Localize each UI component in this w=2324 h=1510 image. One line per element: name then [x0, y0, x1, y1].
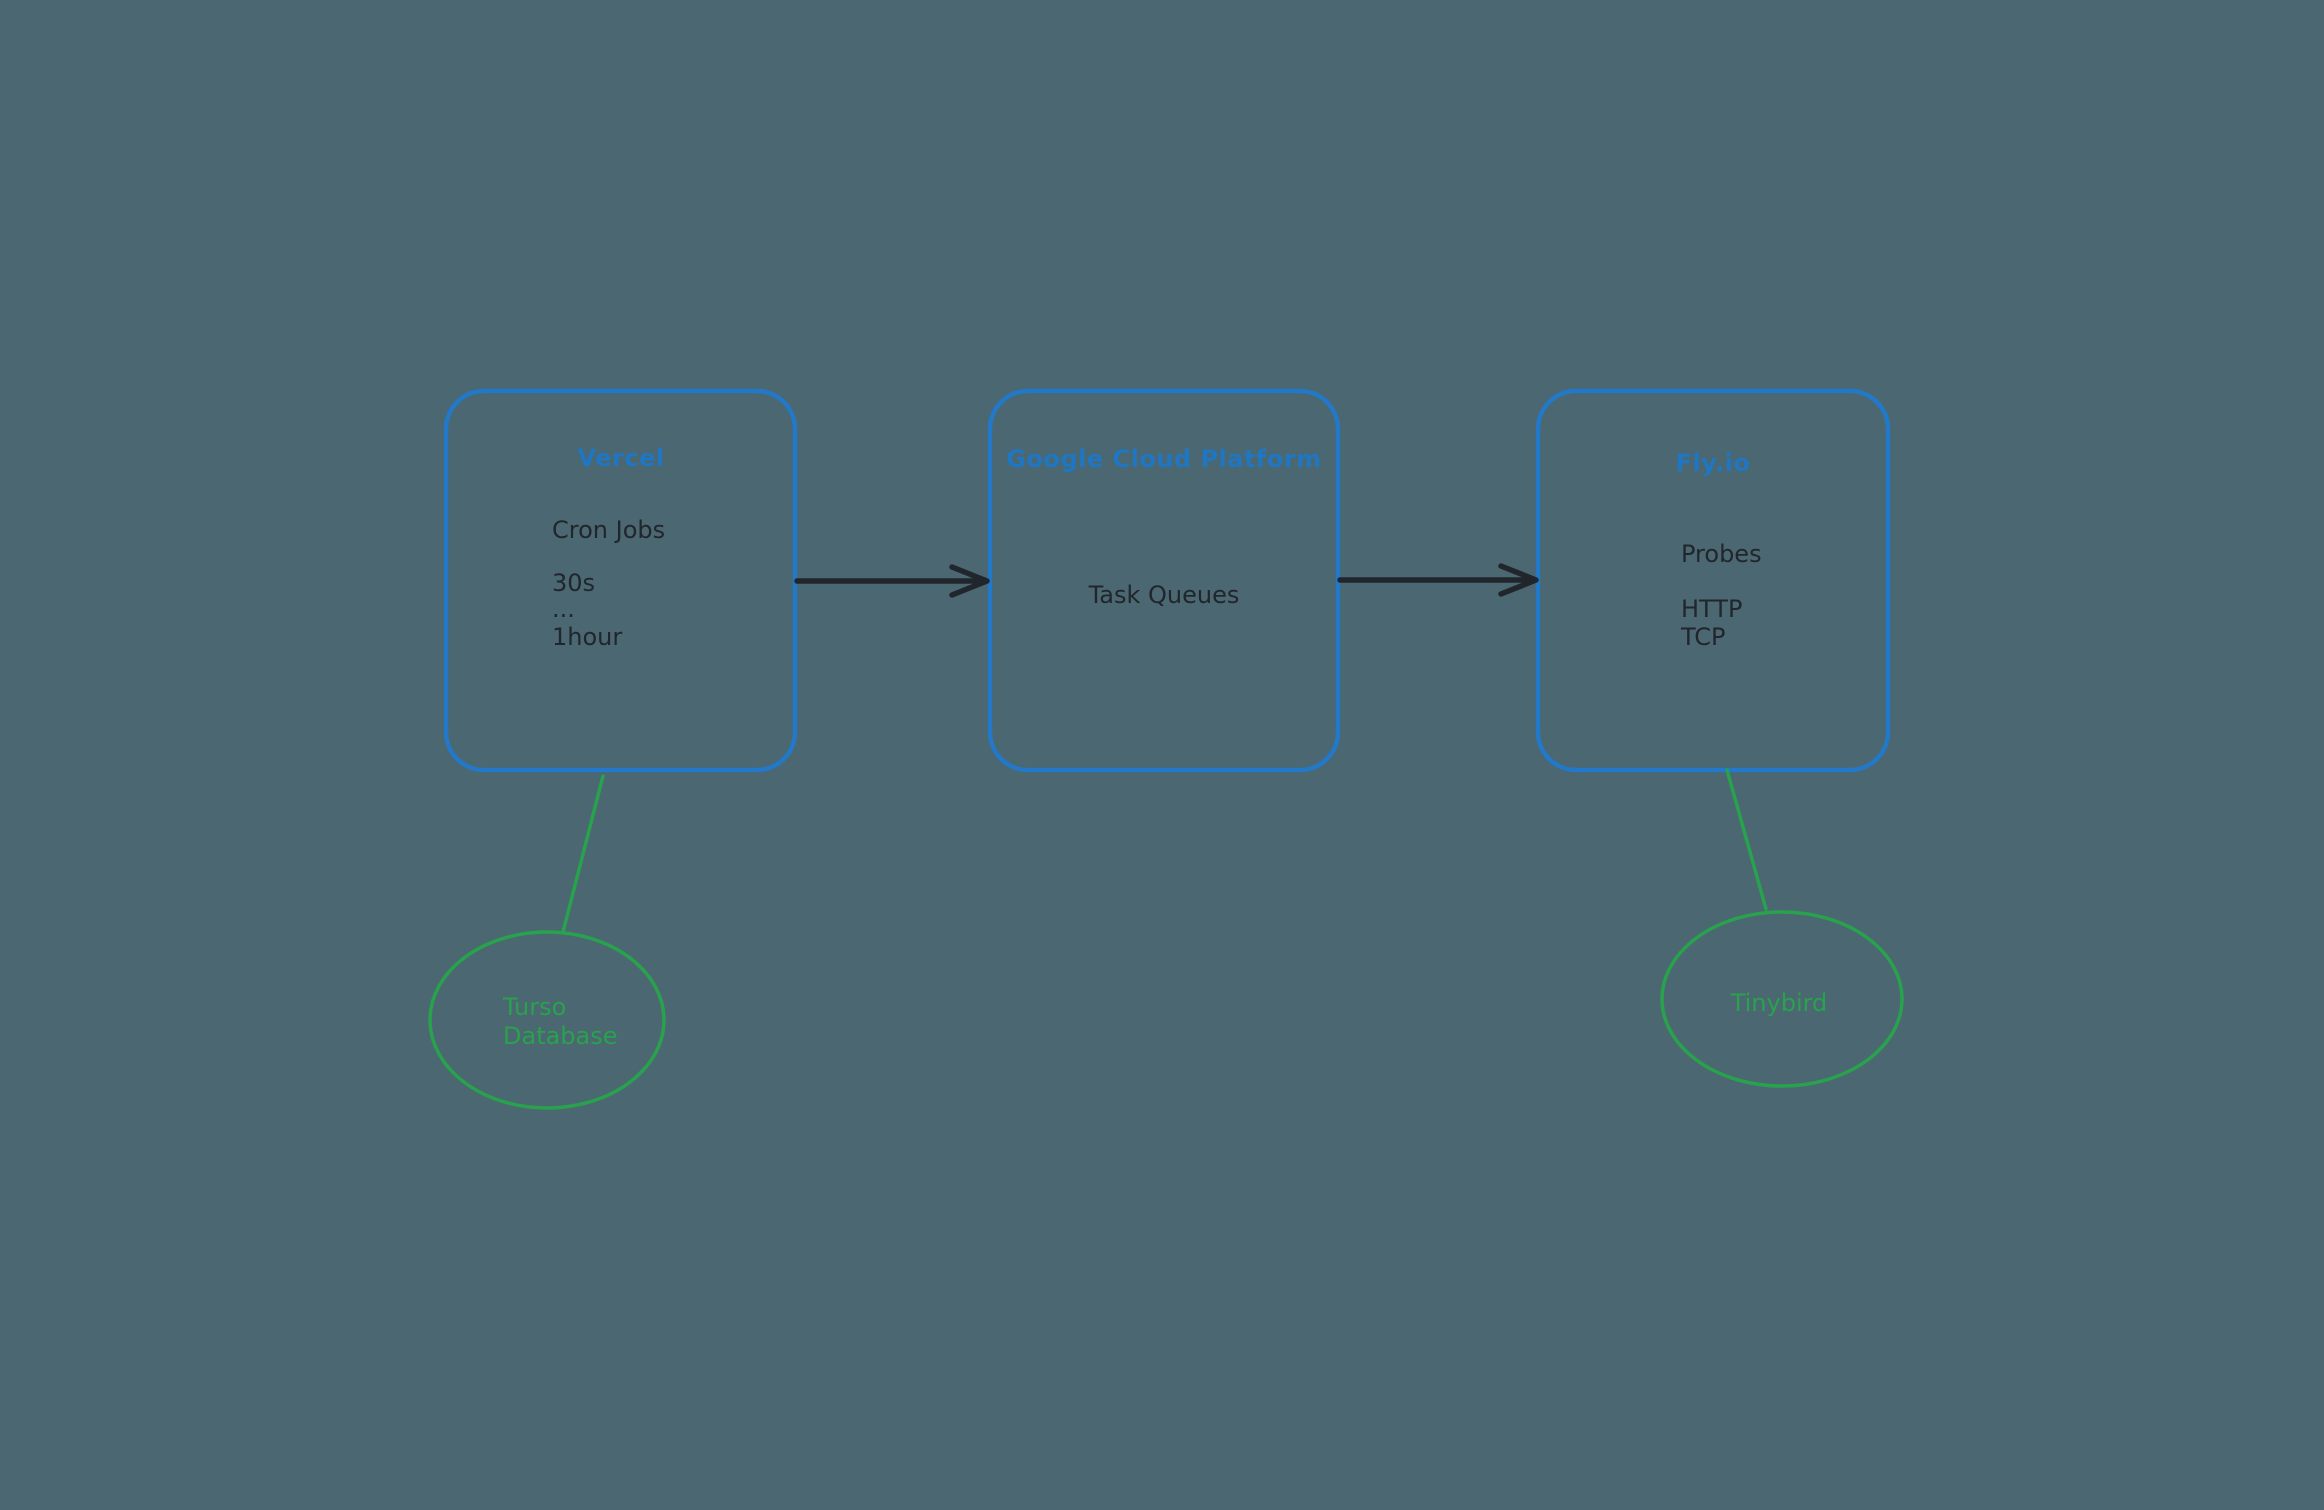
ellipse-tinybird[interactable]: Tinybird	[1660, 910, 1904, 1088]
connector-vercel-to-gcp[interactable]	[794, 564, 990, 598]
node-vercel[interactable]: Vercel Cron Jobs 30s ... 1hour	[443, 388, 798, 773]
ellipse-turso-shape[interactable]	[428, 930, 666, 1110]
node-flyio-line-2: HTTP	[1681, 595, 1742, 623]
arrow-head-icon	[949, 564, 990, 598]
ellipse-tinybird-shape[interactable]	[1660, 910, 1904, 1088]
node-vercel-title: Vercel	[577, 444, 664, 472]
arrow-head-icon	[1498, 563, 1539, 597]
node-gcp[interactable]: Google Cloud Platform Task Queues	[987, 388, 1341, 773]
ellipse-tinybird-label: Tinybird	[1730, 989, 1828, 1017]
node-vercel-line-1: Cron Jobs	[552, 516, 665, 544]
node-vercel-line-3: ...	[552, 595, 575, 623]
connector-gcp-to-flyio[interactable]	[1337, 563, 1539, 597]
node-flyio-line-1: Probes	[1681, 540, 1762, 568]
connector-flyio-to-tinybird[interactable]	[1725, 768, 1768, 911]
ellipse-turso-label-line-1: Turso	[502, 993, 566, 1021]
node-vercel-line-4: 1hour	[552, 623, 622, 651]
node-flyio-line-3: TCP	[1680, 623, 1725, 651]
node-flyio[interactable]: Fly.io Probes HTTP TCP	[1535, 388, 1891, 773]
node-flyio-title: Fly.io	[1676, 449, 1751, 477]
node-vercel-line-2: 30s	[552, 569, 595, 597]
ellipse-turso-database[interactable]: Turso Database	[428, 930, 666, 1110]
ellipse-turso-label-line-2: Database	[503, 1022, 618, 1050]
connector-vercel-to-turso[interactable]	[561, 774, 605, 934]
node-gcp-line-1: Task Queues	[1088, 581, 1240, 609]
node-gcp-title: Google Cloud Platform	[1006, 445, 1321, 473]
node-flyio-box[interactable]	[1535, 388, 1891, 773]
